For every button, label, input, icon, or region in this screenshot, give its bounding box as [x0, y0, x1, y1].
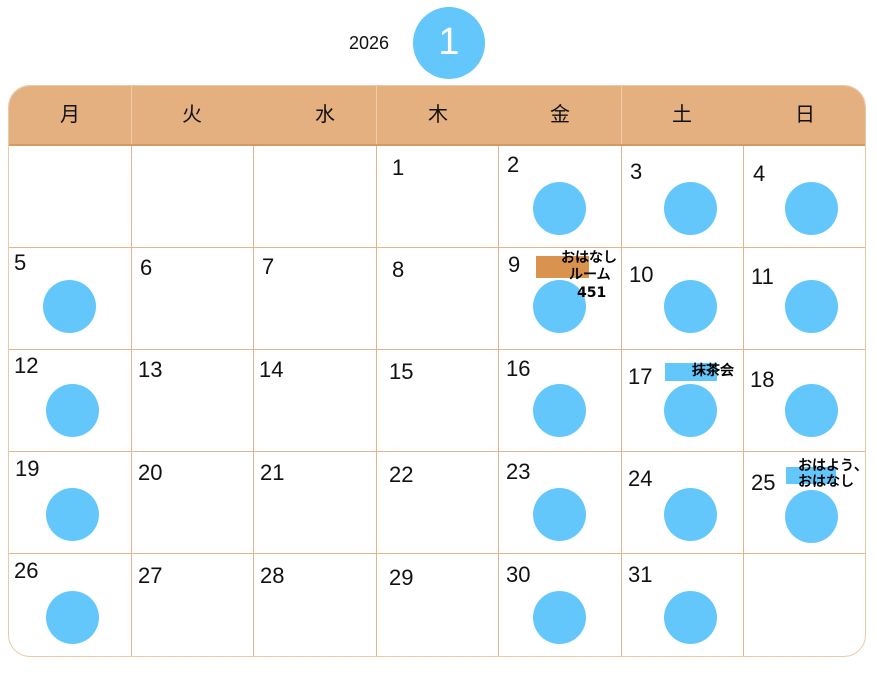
- day-2[interactable]: 2: [507, 152, 520, 177]
- day-3[interactable]: 3: [630, 159, 643, 184]
- weekday-sat: 土: [672, 102, 692, 126]
- event-oha-line1[interactable]: おはなし: [561, 250, 617, 266]
- day-22[interactable]: 22: [389, 462, 414, 487]
- event-oha-line2[interactable]: ルーム: [569, 267, 611, 283]
- weekday-header: 月 火 水 木 金 土 日: [9, 86, 865, 146]
- day-12[interactable]: 12: [14, 353, 39, 378]
- day-29[interactable]: 29: [389, 565, 414, 590]
- weekday-thu: 木: [428, 102, 448, 126]
- day-6[interactable]: 6: [140, 255, 153, 280]
- day-21[interactable]: 21: [260, 460, 285, 485]
- day-15[interactable]: 15: [389, 359, 414, 384]
- day-5[interactable]: 5: [14, 250, 27, 275]
- open-day-dot: [785, 384, 838, 437]
- open-day-dot: [664, 591, 717, 644]
- day-18[interactable]: 18: [750, 367, 775, 392]
- calendar-grid: 月 火 水 木 金 土 日 1 2 3 4 5 6 7 8 9 おはなし ルーム…: [8, 85, 866, 657]
- day-26[interactable]: 26: [14, 558, 39, 583]
- day-19[interactable]: 19: [15, 456, 40, 481]
- open-day-dot: [664, 280, 717, 333]
- day-31[interactable]: 31: [628, 562, 653, 587]
- open-day-dot: [533, 591, 586, 644]
- day-13[interactable]: 13: [138, 357, 163, 382]
- day-11[interactable]: 11: [751, 264, 774, 289]
- day-27[interactable]: 27: [138, 563, 163, 588]
- event-ohayou-line2[interactable]: おはなし: [798, 474, 854, 490]
- day-8[interactable]: 8: [392, 257, 405, 282]
- event-oha-line3[interactable]: 451: [577, 285, 607, 301]
- open-day-dot: [46, 384, 99, 437]
- day-23[interactable]: 23: [506, 459, 531, 484]
- day-7[interactable]: 7: [262, 254, 275, 279]
- event-bar-orange: [536, 256, 589, 278]
- open-day-dot: [664, 182, 717, 235]
- weekday-wed: 水: [315, 102, 335, 126]
- year-label: 2026: [349, 33, 390, 53]
- day-9[interactable]: 9: [508, 252, 521, 277]
- weekday-tue: 火: [182, 102, 202, 126]
- day-30[interactable]: 30: [506, 562, 531, 587]
- open-day-dot: [533, 182, 586, 235]
- month-badge: 1: [413, 7, 485, 79]
- day-28[interactable]: 28: [260, 563, 285, 588]
- day-25[interactable]: 25: [751, 470, 776, 495]
- open-day-dot: [785, 490, 838, 543]
- open-day-dot: [533, 280, 586, 333]
- weekday-mon: 月: [60, 102, 80, 126]
- open-day-dot: [533, 384, 586, 437]
- day-24[interactable]: 24: [628, 466, 653, 491]
- open-day-dot: [664, 384, 717, 437]
- open-day-dot: [785, 182, 838, 235]
- day-1[interactable]: 1: [392, 155, 405, 180]
- day-14[interactable]: 14: [259, 357, 284, 382]
- day-20[interactable]: 20: [138, 460, 163, 485]
- event-bar-blue: [786, 467, 836, 484]
- weekday-fri: 金: [550, 102, 570, 126]
- open-day-dot: [43, 280, 96, 333]
- month-number: 1: [438, 21, 460, 63]
- day-17[interactable]: 17: [628, 364, 653, 389]
- event-ohayou-line1[interactable]: おはよう、: [798, 458, 866, 474]
- open-day-dot: [664, 488, 717, 541]
- day-10[interactable]: 10: [629, 262, 654, 287]
- day-16[interactable]: 16: [506, 356, 531, 381]
- event-bar-blue: [665, 363, 717, 381]
- open-day-dot: [46, 591, 99, 644]
- weekday-sun: 日: [795, 102, 815, 126]
- event-matcha[interactable]: 抹茶会: [692, 363, 734, 379]
- open-day-dot: [533, 488, 586, 541]
- open-day-dot: [46, 488, 99, 541]
- day-4[interactable]: 4: [753, 161, 766, 186]
- open-day-dot: [785, 280, 838, 333]
